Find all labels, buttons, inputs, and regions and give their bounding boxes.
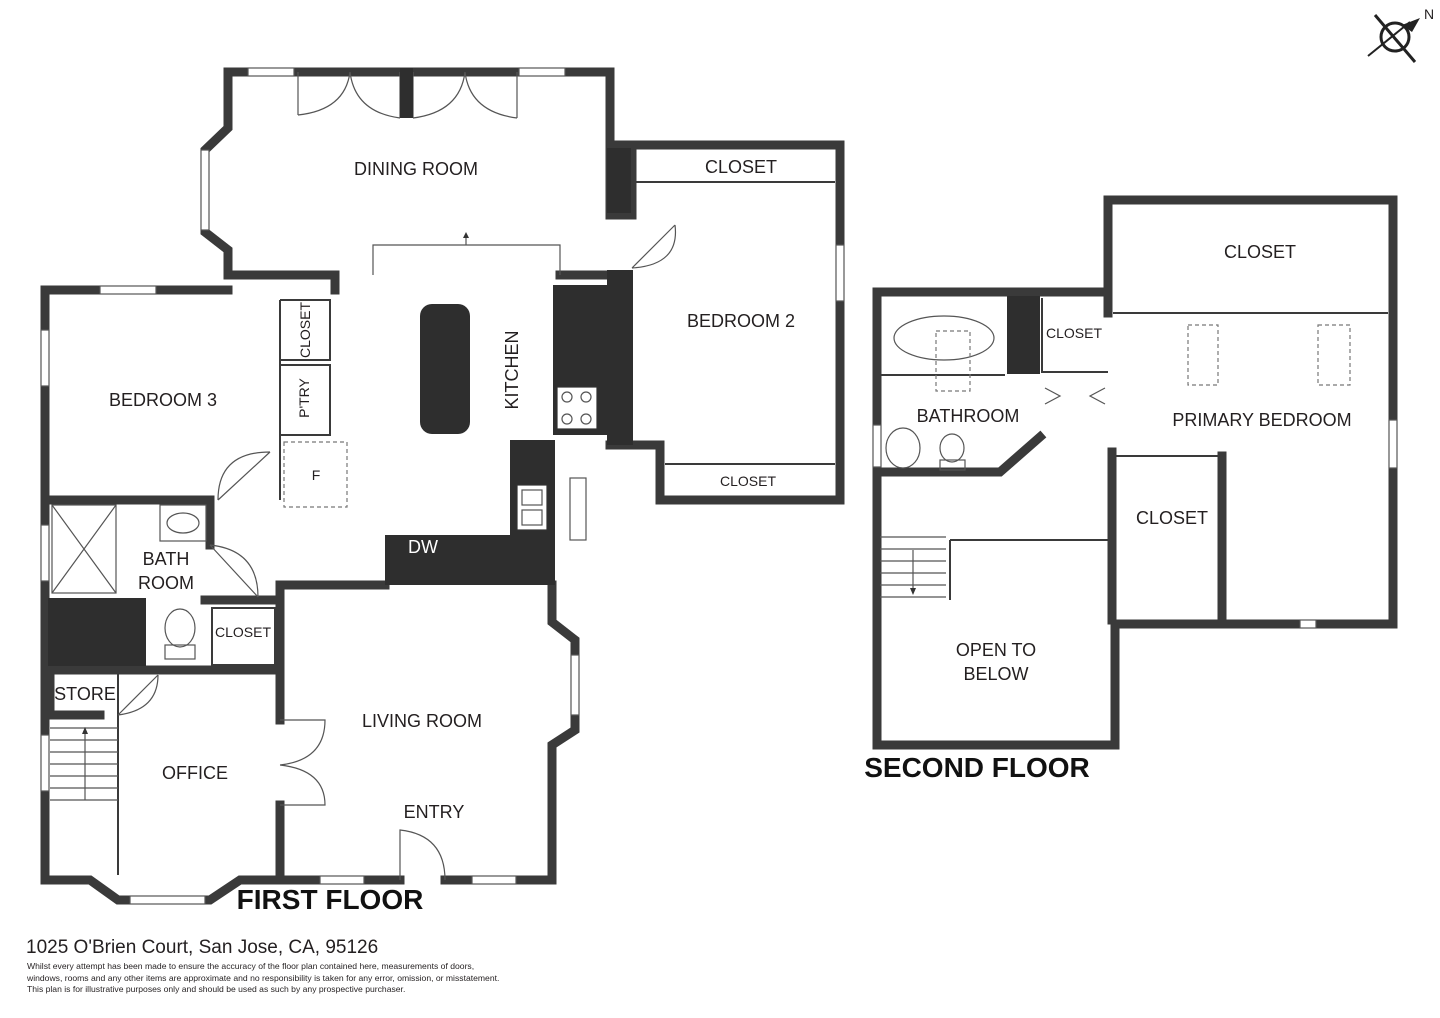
room-label-primary-bedroom: PRIMARY BEDROOM (1172, 410, 1351, 430)
room-label-living: LIVING ROOM (362, 711, 482, 731)
room-label-dining: DINING ROOM (354, 159, 478, 179)
disclaimer: Whilst every attempt has been made to en… (27, 961, 627, 996)
shower-icon (51, 504, 117, 594)
floor-title-second: SECOND FLOOR (864, 752, 1090, 783)
corner-tub-icon (885, 427, 921, 469)
sink-icon-bath (166, 512, 200, 534)
room-label-office: OFFICE (162, 763, 228, 783)
fridge-outline (283, 441, 348, 508)
second-floor-plan: CLOSET CLOSET BATHROOM PRIMARY BEDROOM C… (864, 195, 1398, 783)
toilet-icon-upstairs (939, 433, 965, 463)
disclaimer-line: This plan is for illustrative purposes o… (27, 984, 406, 994)
room-label-kitchen: KITCHEN (502, 330, 522, 409)
kitchen-island (420, 304, 470, 434)
room-label-closet-top: CLOSET (1224, 242, 1296, 262)
floor-title-first: FIRST FLOOR (237, 884, 424, 915)
room-label-closet-bath: CLOSET (1046, 325, 1102, 341)
room-label-bath-line1: BATH (143, 549, 190, 569)
room-label-bedroom2: BEDROOM 2 (687, 311, 795, 331)
room-label-bedroom3: BEDROOM 3 (109, 390, 217, 410)
room-label-store: STORE (54, 684, 116, 704)
room-label-closet-hall: CLOSET (215, 624, 271, 640)
room-label-closet-mid: CLOSET (1136, 508, 1208, 528)
label-dishwasher: DW (408, 537, 438, 557)
stair-arrow-down-icon (910, 588, 916, 595)
bathtub-icon (893, 315, 995, 361)
north-arrow-icon: N (1367, 6, 1434, 63)
room-label-open-line2: BELOW (963, 664, 1028, 684)
disclaimer-line: windows, rooms and any other items are a… (27, 972, 500, 983)
arrow-up-icon (463, 232, 469, 238)
room-label-open-line1: OPEN TO (956, 640, 1036, 660)
room-label-closet-b3: CLOSET (297, 302, 313, 358)
room-label-closet-b2-bottom: CLOSET (720, 473, 776, 489)
room-label-entry: ENTRY (404, 802, 465, 822)
compass-label: N (1424, 6, 1434, 22)
property-address: 1025 O'Brien Court, San Jose, CA, 95126 (26, 937, 379, 958)
toilet-icon (164, 608, 196, 648)
label-fridge: F (312, 467, 321, 483)
room-label-pantry: P'TRY (296, 377, 312, 417)
first-floor-plan: DINING ROOM CLOSET BEDROOM 2 CLOSET BEDR… (40, 67, 845, 915)
room-label-bathroom: BATHROOM (917, 406, 1020, 426)
disclaimer-line: Whilst every attempt has been made to en… (27, 961, 475, 971)
room-label-closet-b2-top: CLOSET (705, 157, 777, 177)
stair-arrow-icon (82, 727, 88, 734)
room-label-bath-line2: ROOM (138, 573, 194, 593)
